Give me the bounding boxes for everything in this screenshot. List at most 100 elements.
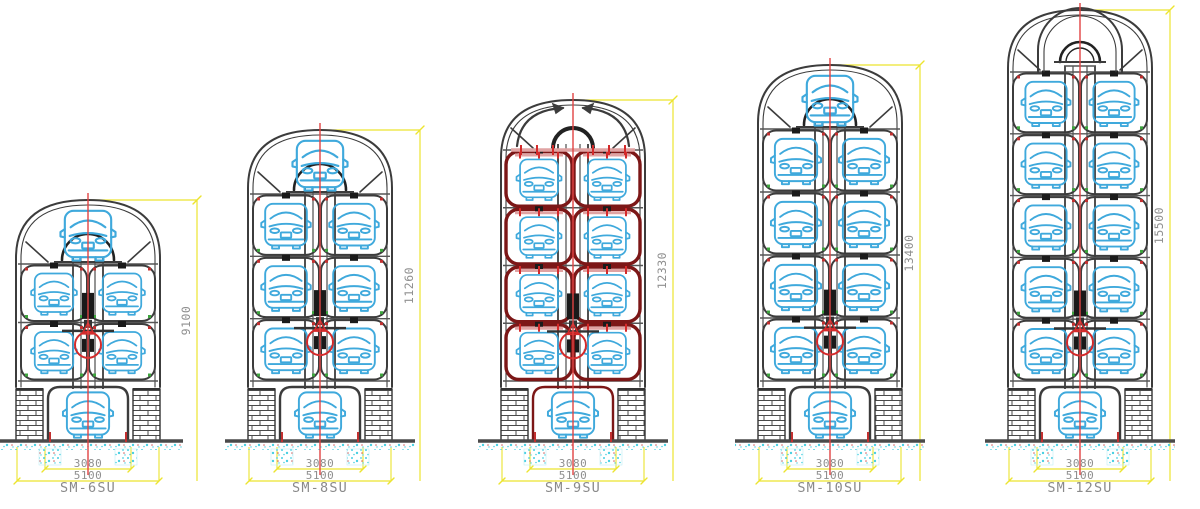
marker-dot — [835, 258, 838, 262]
marker-dot — [380, 311, 383, 315]
outer-width-dimension-label: 5100 — [306, 469, 335, 482]
drive-bar — [322, 336, 326, 350]
car-icon — [769, 200, 823, 249]
brick-wall — [15, 388, 44, 442]
marker-dot — [1085, 75, 1088, 79]
marker-dot — [312, 322, 315, 326]
marker-dot — [822, 184, 825, 188]
car-icon — [98, 331, 146, 375]
marker-dot — [835, 373, 838, 377]
marker-dot — [1085, 260, 1088, 264]
car-icon — [837, 263, 891, 312]
marker-dot — [380, 322, 383, 326]
marker-dot — [93, 267, 96, 271]
brace — [767, 106, 791, 128]
dim-tick — [1165, 5, 1175, 15]
marker-dot — [1017, 322, 1020, 326]
brick-wall — [500, 388, 529, 442]
car-icon — [769, 137, 823, 186]
marker-dot — [1017, 311, 1020, 315]
marker-dot — [1017, 137, 1020, 141]
marker-dot — [93, 326, 96, 329]
marker-dot — [148, 267, 151, 271]
marker-dot — [325, 197, 328, 201]
footing — [38, 448, 62, 466]
marker-dot — [1085, 322, 1088, 326]
model-label: SM-9SU — [545, 480, 601, 496]
pallet-hanger — [282, 192, 290, 199]
marker-dot — [767, 373, 770, 377]
footing — [1030, 448, 1054, 466]
marker-dot — [890, 373, 893, 377]
pallet-hanger — [1110, 194, 1118, 201]
brace — [1017, 49, 1041, 71]
outer-width-dimension-label: 5100 — [559, 469, 588, 482]
marker-dot — [1085, 137, 1088, 141]
marker-dot — [80, 326, 83, 329]
dim-tick — [915, 60, 925, 70]
height-dimension-label: 9100 — [179, 306, 193, 336]
marker-dot — [767, 310, 770, 314]
marker-dot — [380, 197, 383, 201]
marker-dot — [312, 248, 315, 252]
marker-dot — [1072, 75, 1075, 79]
marker-dot — [1085, 199, 1088, 203]
marker-dot — [890, 184, 893, 188]
drive-bar — [82, 338, 86, 352]
dim-tick — [192, 195, 202, 205]
marker-dot — [25, 373, 28, 377]
marker-dot — [1085, 249, 1088, 253]
footing — [780, 448, 804, 466]
height-dimension-label: 11260 — [402, 267, 416, 304]
marker-dot — [822, 247, 825, 251]
marker-dot — [80, 315, 83, 318]
marker-dot — [1072, 137, 1075, 141]
marker-dot — [325, 373, 328, 377]
marker-dot — [257, 259, 260, 263]
brace — [25, 241, 49, 263]
marker-dot — [1140, 199, 1143, 203]
marker-dot — [822, 373, 825, 377]
marker-dot — [835, 247, 838, 251]
marker-dot — [312, 197, 315, 201]
marker-dot — [822, 310, 825, 314]
marker-dot — [1140, 373, 1143, 377]
marker-dot — [1072, 188, 1075, 192]
marker-dot — [1085, 126, 1088, 130]
marker-dot — [93, 315, 96, 318]
car-icon — [837, 200, 891, 249]
pallet-hanger — [50, 321, 58, 327]
marker-dot — [767, 247, 770, 251]
dim-tick — [668, 95, 678, 105]
marker-dot — [1085, 311, 1088, 315]
marker-dot — [148, 326, 151, 329]
car-icon — [1088, 142, 1140, 189]
marker-dot — [767, 195, 770, 199]
marker-dot — [1017, 199, 1020, 203]
pallet-hanger — [860, 127, 868, 134]
pallet-hanger — [118, 262, 126, 269]
car-icon — [98, 272, 146, 316]
pallet-hanger — [1042, 194, 1050, 201]
marker-dot — [312, 311, 315, 315]
brace — [127, 241, 151, 263]
marker-dot — [80, 267, 83, 271]
height-dimension-label: 12330 — [655, 252, 669, 289]
model-label: SM-10SU — [797, 480, 862, 496]
outer-width-dimension-label: 5100 — [1066, 469, 1095, 482]
car-icon — [515, 273, 563, 317]
marker-dot — [1072, 322, 1075, 326]
car-icon — [1020, 328, 1072, 375]
ground-hatch — [0, 443, 183, 450]
car-icon — [260, 265, 312, 312]
pallet-hanger — [1110, 70, 1118, 77]
footing — [270, 448, 294, 466]
brick-wall — [1124, 388, 1153, 442]
entry-bay — [247, 385, 393, 443]
marker-dot — [380, 248, 383, 252]
pallet-hanger — [860, 316, 868, 323]
